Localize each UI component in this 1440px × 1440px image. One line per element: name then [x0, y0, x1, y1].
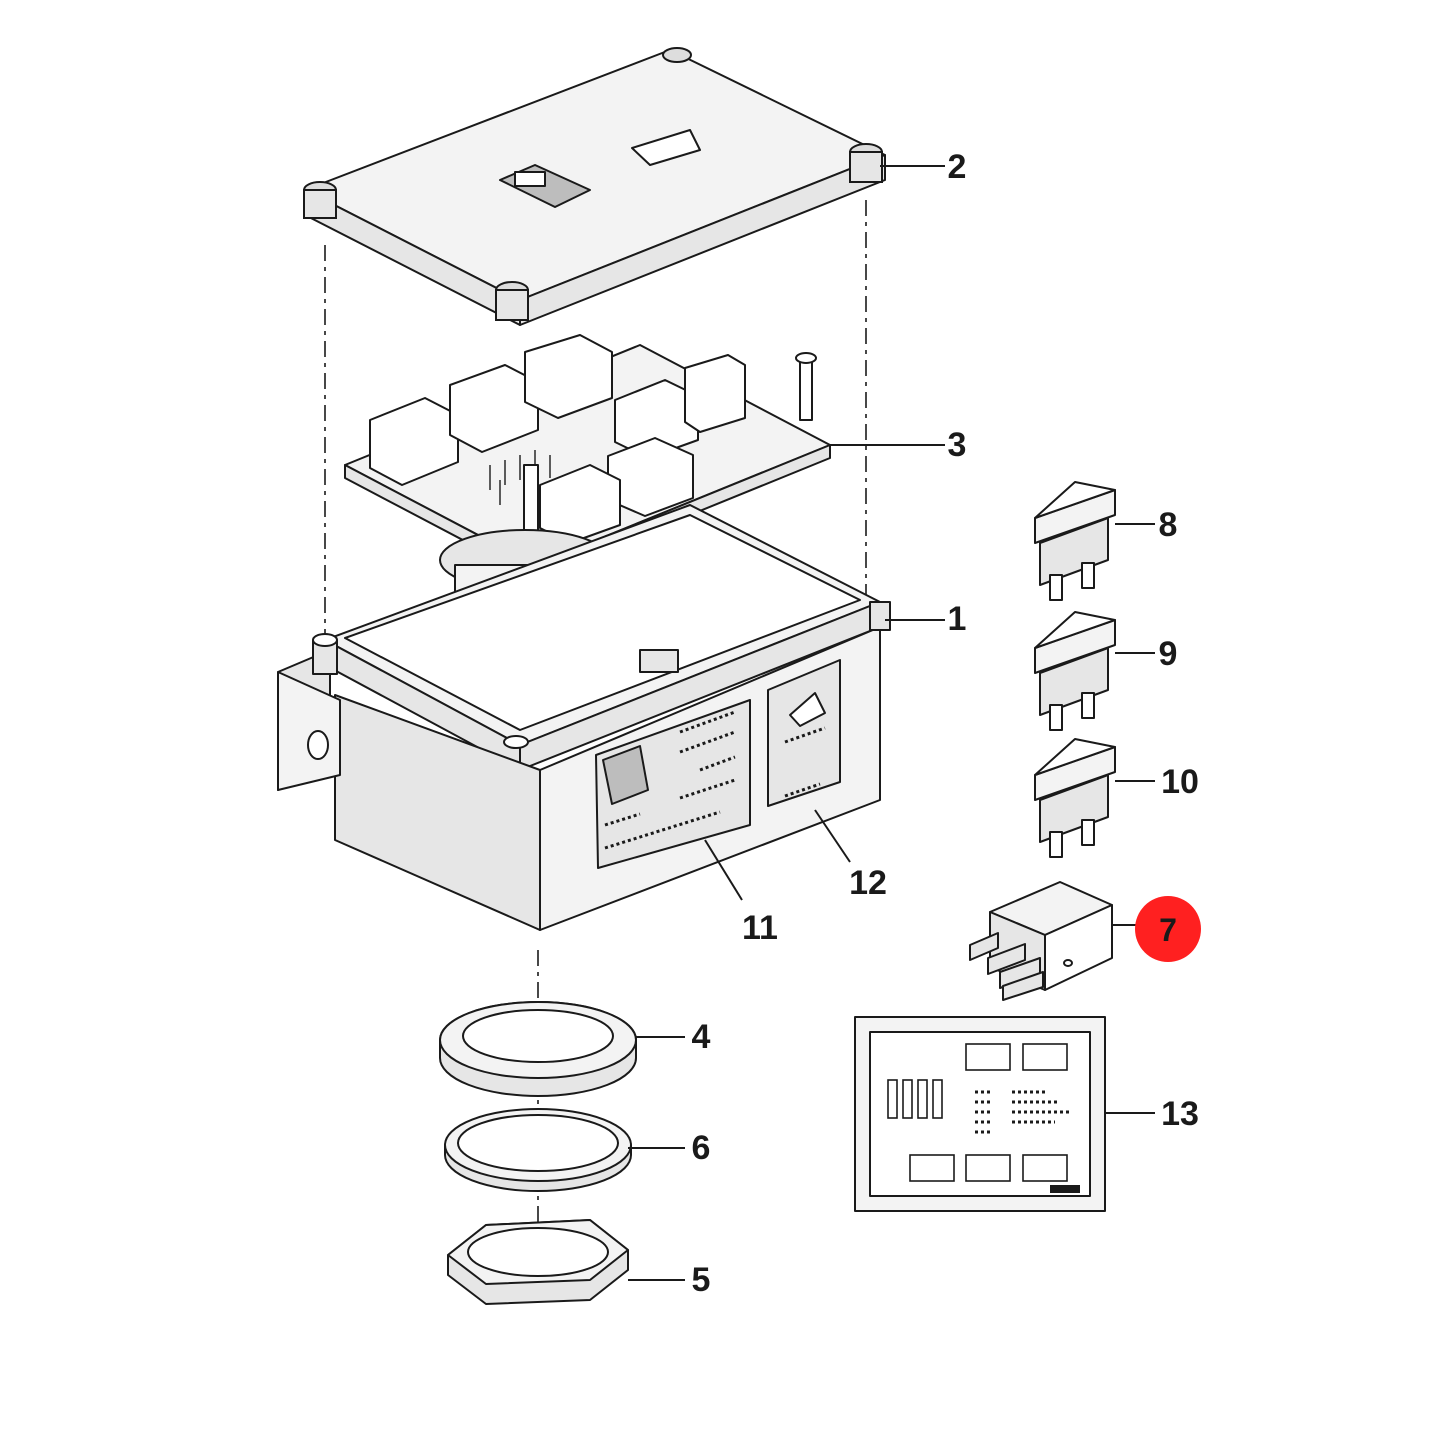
callout-10: 10 — [1161, 763, 1199, 801]
part-fuse-chart-decal — [854, 1016, 1106, 1212]
part-seal-ring — [444, 1108, 632, 1192]
callout-9: 9 — [1159, 635, 1178, 673]
part-relay — [969, 881, 1113, 1001]
callout-12: 12 — [849, 864, 887, 902]
part-lid — [303, 47, 886, 326]
part-hex-nut — [447, 1219, 629, 1305]
callout-4: 4 — [692, 1018, 711, 1056]
part-gasket-ring — [439, 1001, 637, 1097]
jcb-logo — [602, 745, 649, 805]
callout-1: 1 — [948, 600, 967, 638]
part-fuse-8 — [1034, 481, 1116, 601]
callout-13: 13 — [1161, 1095, 1199, 1133]
part-fuse-9 — [1034, 611, 1116, 731]
callout-5: 5 — [692, 1261, 711, 1299]
callout-labels: 2 3 1 8 9 10 7 12 11 4 6 5 13 — [692, 148, 1199, 1299]
part-housing — [277, 504, 891, 931]
callout-2: 2 — [948, 148, 967, 186]
callout-7: 7 — [1159, 912, 1177, 948]
callout-8: 8 — [1159, 506, 1178, 544]
callout-3: 3 — [948, 426, 967, 464]
part-fuse-10 — [1034, 738, 1116, 858]
callout-11: 11 — [742, 909, 778, 947]
callout-highlight-circle — [1135, 896, 1201, 962]
warning-symbol-icon — [789, 692, 826, 727]
callout-6: 6 — [692, 1129, 711, 1167]
